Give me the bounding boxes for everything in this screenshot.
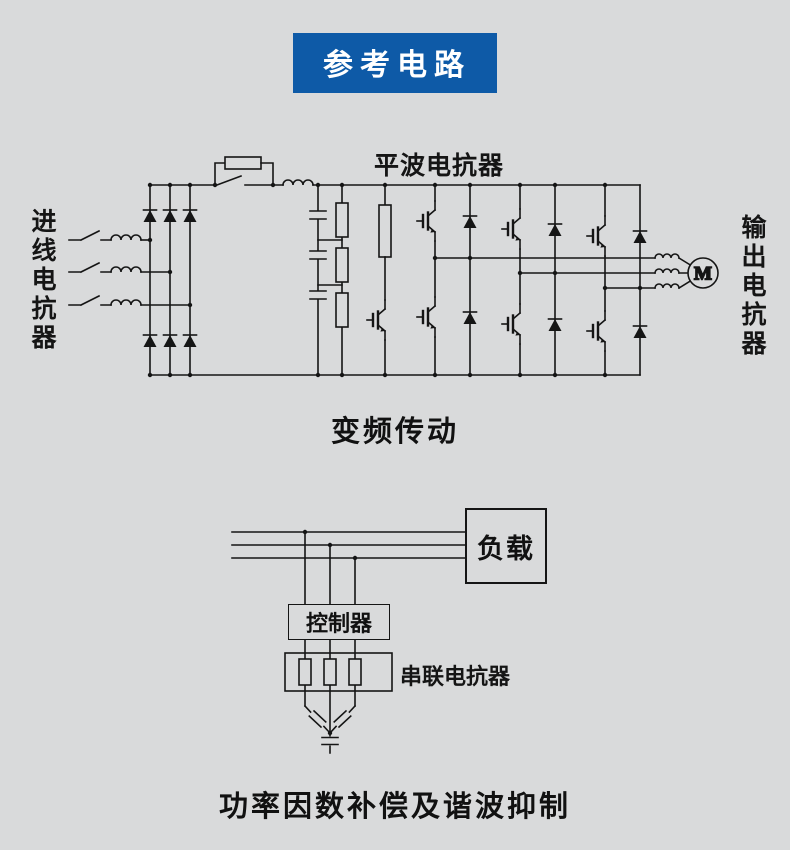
vfd-circuit-svg: M (68, 156, 719, 378)
dc-choke (282, 179, 641, 186)
smoothing-reactor-label: 平波电抗器 (374, 152, 505, 180)
input-reactor-label: 进线电抗器 (28, 208, 56, 353)
output-reactor-label: 输出电抗器 (738, 214, 766, 359)
motor-letter: M (694, 264, 712, 285)
series-reactor-symbol (284, 639, 393, 754)
rectifier-bridge (142, 184, 641, 376)
controller-box: 控制器 (288, 604, 390, 640)
brake-chopper (365, 184, 392, 376)
inverter-legs (415, 184, 656, 376)
output-reactor-coils (654, 253, 694, 290)
vfd-caption: 变频传动 (330, 416, 459, 448)
precharge-resistor (214, 156, 284, 187)
series-reactor-label: 串联电抗器 (400, 664, 511, 689)
motor-icon: M (687, 257, 719, 289)
controller-label: 控制器 (305, 611, 372, 636)
input-phase-lines (68, 229, 191, 307)
bus-lines (231, 531, 466, 559)
capacitor-bank (303, 704, 357, 747)
pfc-caption: 功率因数补偿及谐波抑制 (218, 791, 571, 823)
page-title: 参考电路 (293, 33, 497, 93)
load-label: 负载 (477, 533, 535, 564)
dc-link-bank (308, 184, 349, 376)
load-box: 负载 (465, 508, 547, 584)
junction-dots (147, 182, 643, 378)
branch-taps (302, 529, 358, 605)
pfc-circuit-svg (231, 529, 466, 754)
